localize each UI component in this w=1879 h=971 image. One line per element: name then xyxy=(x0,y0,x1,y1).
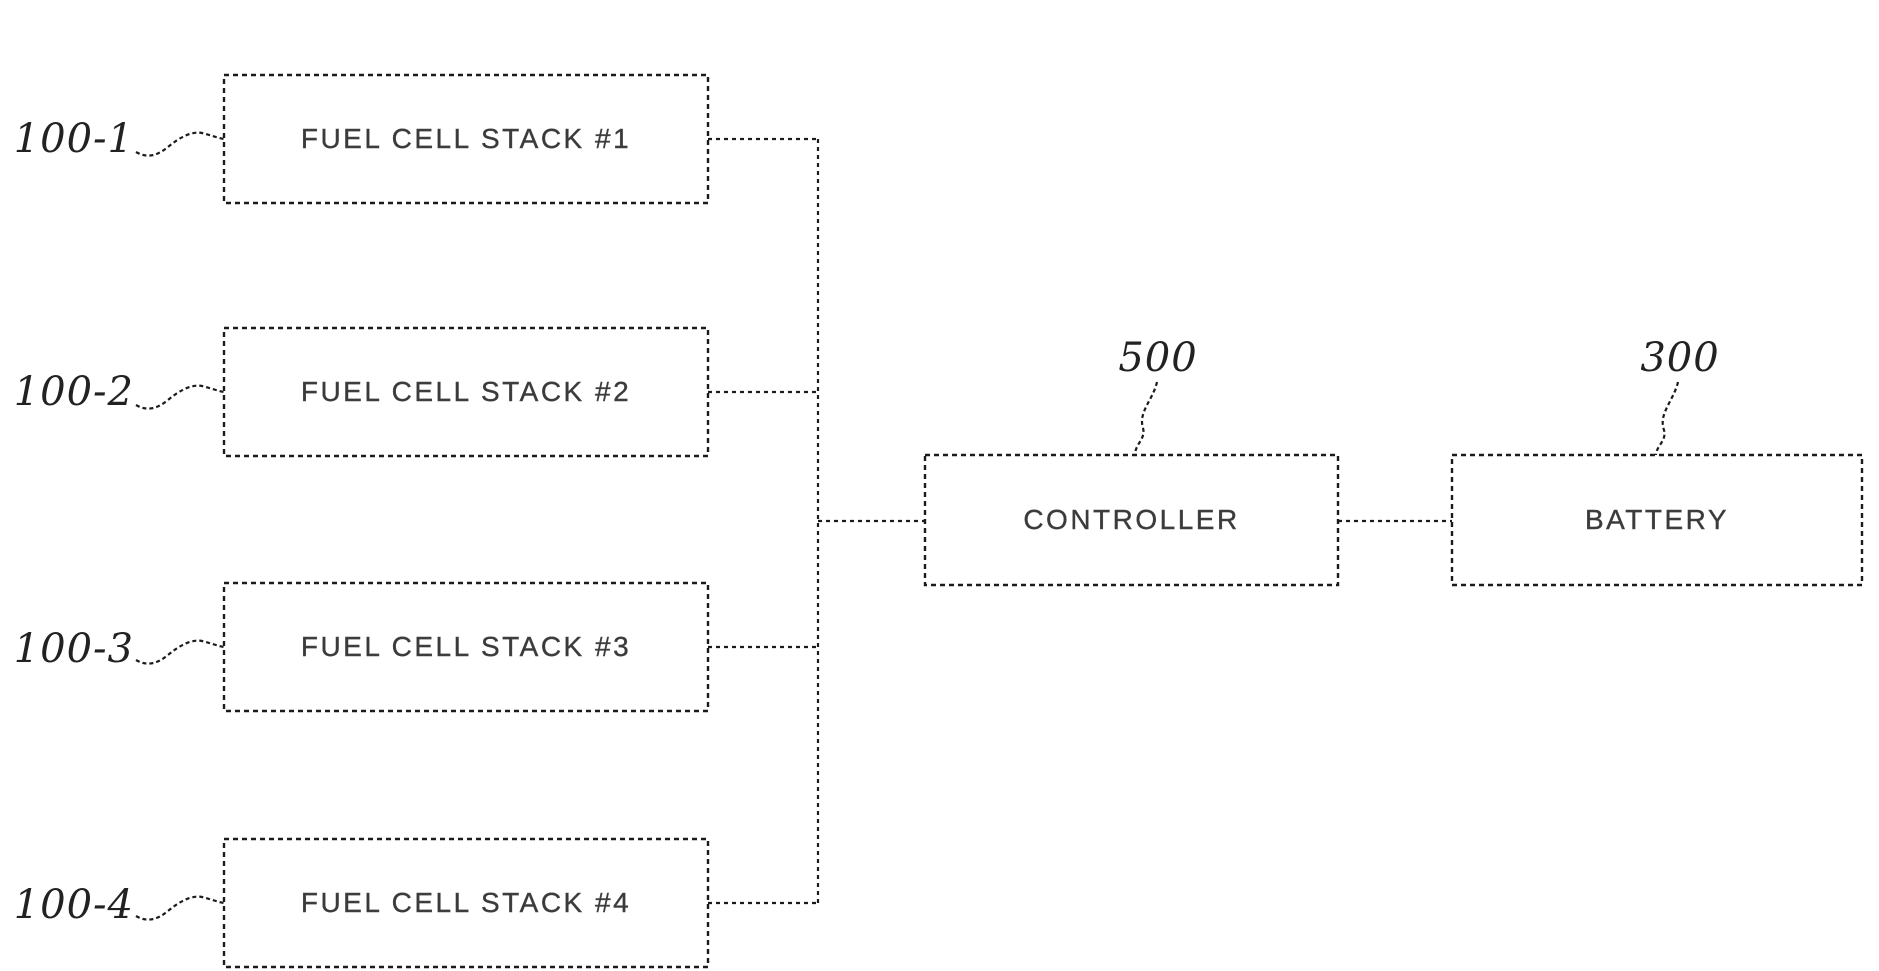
ref-500: 500 xyxy=(1118,335,1198,381)
ref-500-leader xyxy=(1133,381,1159,456)
ref-100-3: 100-3 xyxy=(13,626,134,672)
ref-100-1: 100-1 xyxy=(13,116,134,162)
fuel-cell-stack-3-label: FUEL CELL STACK #3 xyxy=(300,631,632,662)
ref-100-4-leader xyxy=(135,895,225,921)
fuel-cell-stack-4-label: FUEL CELL STACK #4 xyxy=(300,887,632,918)
controller-label: CONTROLLER xyxy=(1023,504,1240,535)
ref-100-1-leader xyxy=(135,131,225,157)
ref-300: 300 xyxy=(1640,335,1720,381)
ref-100-4: 100-4 xyxy=(13,882,134,928)
fuel-cell-stack-1-label: FUEL CELL STACK #1 xyxy=(300,123,632,154)
ref-100-2-leader xyxy=(135,384,225,410)
battery-label: BATTERY xyxy=(1584,504,1730,535)
fuel-cell-stack-2-label: FUEL CELL STACK #2 xyxy=(300,376,632,407)
ref-300-leader xyxy=(1654,381,1680,456)
ref-100-3-leader xyxy=(135,639,225,665)
ref-100-2: 100-2 xyxy=(13,369,134,415)
